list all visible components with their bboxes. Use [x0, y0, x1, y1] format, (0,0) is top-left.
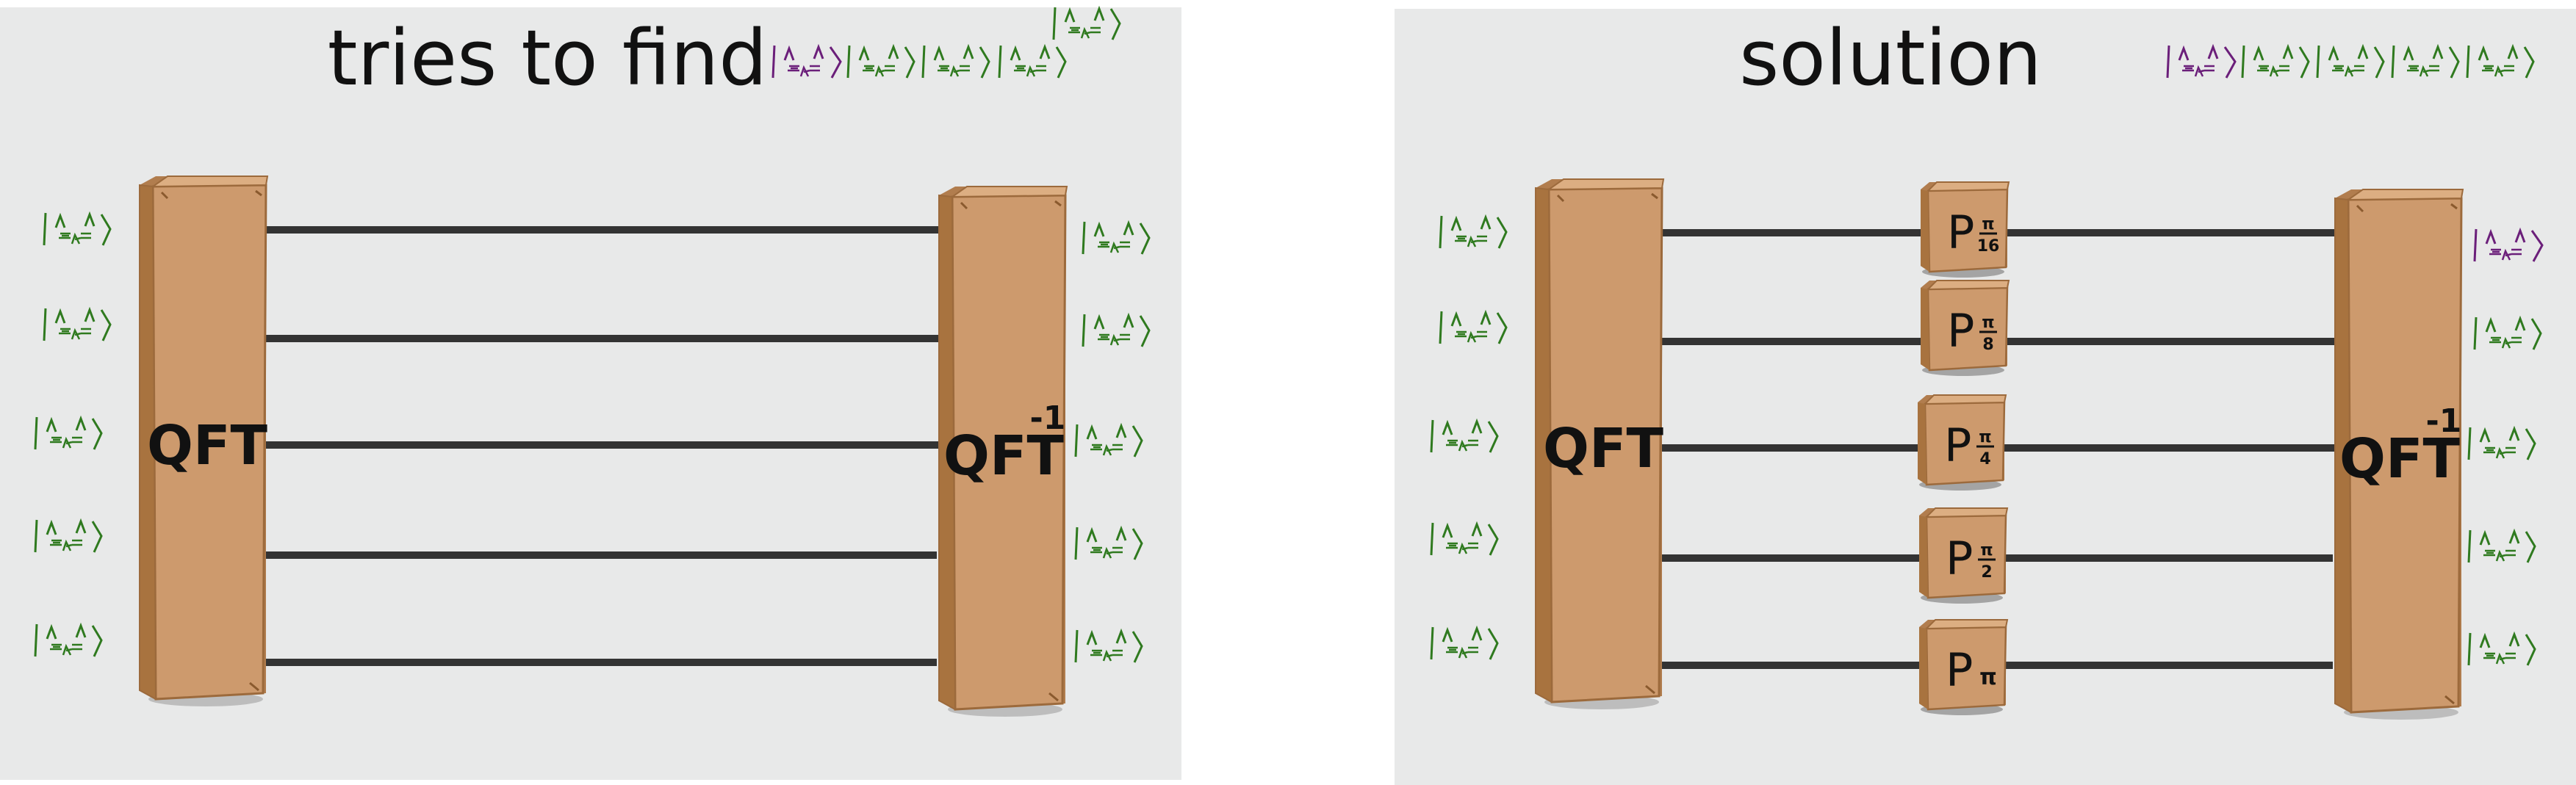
phase-gate-letter: P: [1946, 532, 1973, 585]
inverse-qft-gate-label: QFT: [943, 424, 1064, 488]
right-panel-title: solution: [1739, 13, 2042, 103]
phase-gate-letter: P: [1947, 304, 1974, 358]
inverse-qft-gate: QFT -1: [2334, 188, 2464, 721]
right-panel: solution QFT: [1395, 9, 2576, 785]
left-wires: [257, 226, 944, 666]
phase-gate-denominator: 8: [1982, 336, 1993, 354]
phase-gate-letter: P: [1946, 643, 1973, 697]
phase-gate-letter: P: [1944, 419, 1971, 472]
phase-gate-3: P π 4: [1916, 394, 2007, 492]
phase-gate-numerator: π: [1980, 541, 1993, 560]
qft-gate-label: QFT: [1543, 417, 1663, 480]
phase-gate-denominator: 2: [1981, 563, 1992, 582]
phase-gate-letter: P: [1947, 206, 1974, 259]
inverse-qft-gate: QFT -1: [938, 185, 1068, 718]
qft-gate: QFT: [138, 175, 269, 708]
phase-gate-numerator: π: [1979, 665, 1997, 690]
phase-gate-4: P π 2: [1918, 507, 2009, 605]
phase-gate-2: P π 8: [1919, 279, 2010, 377]
inverse-qft-gate-label: QFT: [2339, 427, 2460, 491]
inverse-qft-superscript: -1: [2426, 402, 2462, 440]
phase-gate-numerator: π: [1982, 215, 1994, 234]
qft-gate-label: QFT: [147, 414, 267, 477]
inverse-qft-superscript: -1: [1030, 399, 1066, 437]
phase-gate-1: P π 16: [1919, 181, 2010, 279]
phase-gate-5: P π: [1918, 618, 2009, 717]
qft-gate: QFT: [1534, 178, 1665, 711]
left-panel-title: tries to find: [328, 13, 768, 103]
phase-gate-numerator: π: [1982, 314, 1994, 332]
phase-gate-denominator: 4: [1979, 450, 1990, 469]
left-panel: tries to find QFT: [0, 6, 1181, 780]
phase-gate-numerator: π: [1979, 428, 1991, 446]
phase-gate-denominator: 16: [1977, 237, 2000, 256]
